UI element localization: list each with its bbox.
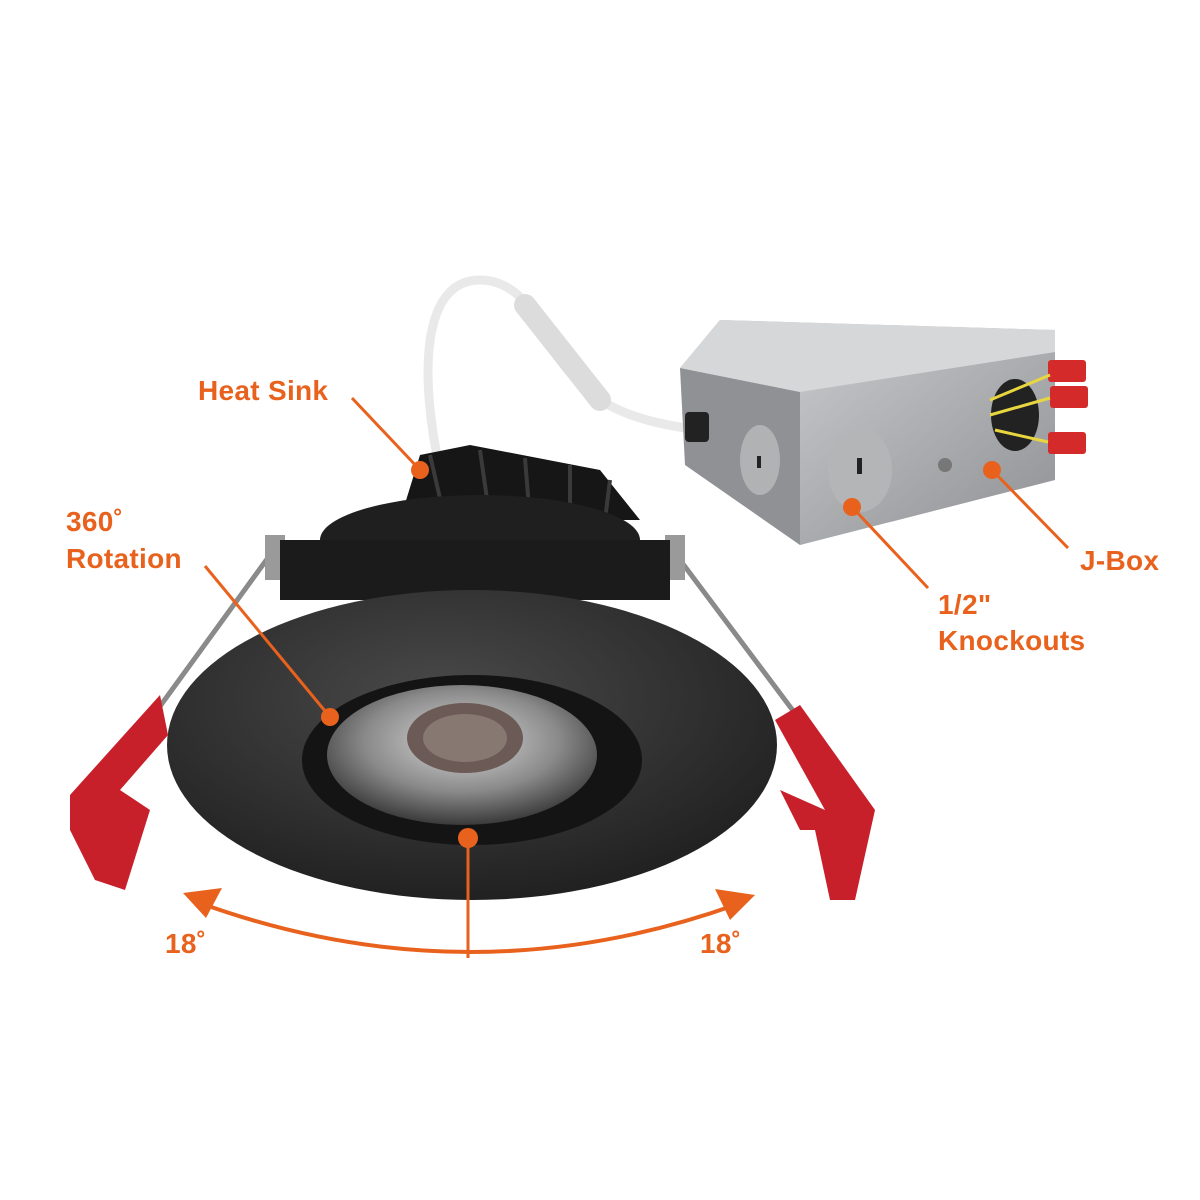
power-cable [423, 275, 705, 475]
tilt-left-label: 18˚ [165, 928, 207, 959]
annotation-leaders [183, 396, 1070, 958]
heat-sink [280, 445, 670, 600]
tilt-right-label: 18˚ [700, 928, 742, 959]
rotation-label-text: Rotation [66, 543, 182, 574]
knockouts-label-size: 1/2" [938, 589, 992, 620]
cable-connector [514, 294, 611, 411]
jbox-label: J-Box [1080, 545, 1160, 576]
junction-box [680, 320, 1088, 545]
heat-sink-label: Heat Sink [198, 375, 329, 406]
clip-left [70, 695, 168, 890]
rotation-label-degree: 360˚ [66, 506, 124, 537]
knockouts-label-text: Knockouts [938, 625, 1086, 656]
spring-right [678, 558, 802, 722]
spring-left [147, 553, 273, 722]
clip-right [775, 705, 875, 900]
